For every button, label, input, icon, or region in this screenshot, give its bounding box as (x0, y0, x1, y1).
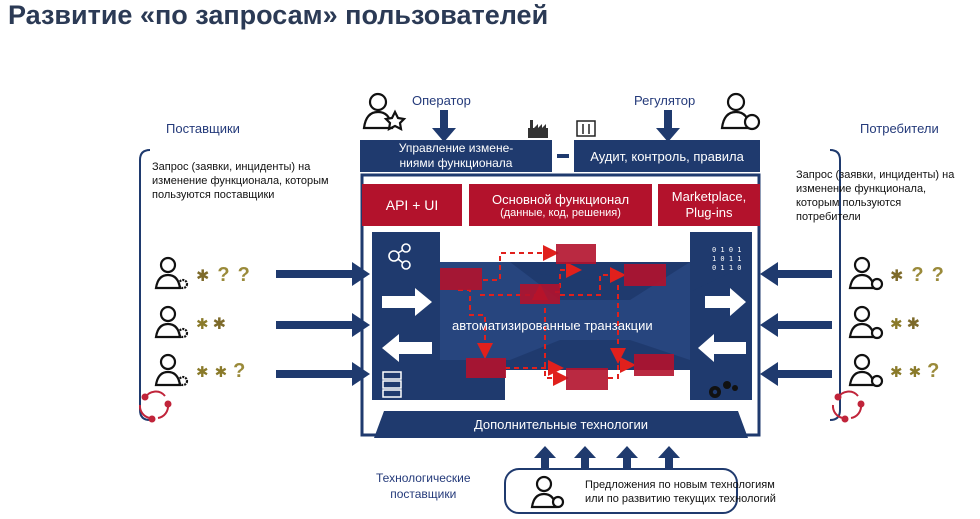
consumer-arrow-3 (760, 362, 832, 386)
consumer-arrow-1 (760, 262, 832, 286)
consumer-row-2-symbols: ✱ ✱ (890, 314, 920, 334)
regulator-arrow (656, 110, 680, 142)
txn-block-4 (624, 264, 666, 286)
consumer-arrow-2 (760, 313, 832, 337)
page-title: Развитие «по запросам» пользователей (8, 0, 549, 30)
proposals-text: Предложения по новым технологиям или по … (585, 478, 776, 506)
change-management-box: Управление измене- ниями функционала (360, 140, 552, 172)
api-ui-box: API + UI (362, 184, 462, 226)
regulator-label: Регулятор (634, 93, 696, 108)
tech-arrow-2 (574, 446, 596, 470)
binary-row: 0 1 1 0 (712, 264, 742, 272)
supplier-person-icon-3 (154, 353, 189, 387)
supplier-row-1-symbols: ✱ ? ? (196, 264, 250, 287)
bug-icon: ✱ (890, 363, 903, 381)
audit-text: Аудит, контроль, правила (590, 148, 744, 164)
supplier-cycle-icon (138, 390, 172, 423)
txn-block-1 (440, 268, 482, 290)
gear-icon: ✱ (906, 316, 920, 333)
marketplace-box: Marketplace, Plug-ins (658, 184, 760, 226)
txn-block-5 (466, 358, 506, 378)
tech-arrow-1 (534, 446, 556, 470)
consumer-cycle-icon (831, 390, 865, 423)
operator-person-icon (362, 92, 407, 131)
gear-icon: ✱ (196, 267, 210, 285)
inner-arrow-right-right (705, 288, 746, 316)
supplier-arrow-2 (276, 313, 370, 337)
supplier-person-icon-2 (154, 305, 189, 339)
question-icon: ? (217, 264, 230, 286)
supplier-arrow-1 (276, 262, 370, 286)
bug-icon: ✱ (196, 316, 209, 333)
core-functional-box: Основной функционал (данные, код, решени… (469, 184, 652, 226)
bug-icon: ✱ (890, 316, 903, 333)
binary-row: 0 1 0 1 (712, 246, 742, 254)
inner-arrow-right-top (382, 288, 432, 316)
supplier-row-2-symbols: ✱ ✱ (196, 314, 226, 334)
question-icon: ? (237, 264, 250, 286)
operator-arrow (432, 110, 456, 142)
bug-icon: ✱ (196, 363, 209, 381)
gear-icon: ✱ (212, 316, 226, 333)
change-management-line2: ниями функционала (399, 156, 513, 170)
suppliers-label: Поставщики (166, 121, 240, 136)
tech-arrow-4 (658, 446, 680, 470)
additional-tech-label: Дополнительные технологии (473, 417, 649, 432)
factory-icon (528, 120, 548, 138)
consumers-label: Потребители (860, 121, 939, 136)
change-management-line1: Управление измене- (398, 141, 514, 155)
tech-suppliers-label: Технологические поставщики (376, 470, 471, 502)
bug-icon: ✱ (214, 363, 228, 381)
tech-suppliers-line2: поставщики (390, 487, 457, 501)
question-icon: ? (911, 264, 924, 286)
consumer-row-3-symbols: ✱ ✱ ? (890, 360, 939, 383)
supplier-arrow-3 (276, 362, 370, 386)
txn-block-7 (634, 354, 674, 376)
txn-block-3 (520, 284, 560, 304)
proposals-line1: Предложения по новым технологиям (585, 479, 775, 491)
tech-suppliers-line1: Технологические (376, 471, 471, 485)
supplier-person-icon-1 (154, 256, 189, 290)
regulator-person-icon (720, 92, 761, 131)
pipe-center (440, 262, 690, 360)
tech-arrow-3 (616, 446, 638, 470)
marketplace-line1: Marketplace, (671, 189, 747, 204)
controls-icon (576, 120, 596, 137)
binary-row: 1 0 1 1 (712, 255, 742, 263)
binary-icon: 0 1 0 1 1 0 1 1 0 1 1 0 (712, 246, 742, 273)
audit-box: Аудит, контроль, правила (574, 140, 760, 172)
question-icon: ? (927, 360, 940, 382)
consumer-person-icon-1 (848, 256, 884, 291)
gear-icon: ✱ (890, 267, 904, 285)
suppliers-panel (139, 149, 151, 421)
additional-tech-bar (374, 411, 748, 438)
question-icon: ? (233, 360, 246, 382)
bug-icon: ✱ (908, 363, 922, 381)
network-icon (388, 243, 411, 270)
operator-label: Оператор (412, 93, 471, 108)
consumer-row-1-symbols: ✱ ? ? (890, 264, 944, 287)
core-line2: (данные, код, решения) (500, 206, 621, 219)
api-ui-text: API + UI (385, 197, 439, 213)
tech-supplier-person-icon (530, 475, 565, 509)
inner-arrow-left-right (698, 334, 746, 362)
txn-block-6 (566, 368, 608, 390)
proposals-line2: или по развитию текущих технологий (585, 493, 776, 505)
consumer-person-icon-3 (848, 353, 884, 388)
server-icon (382, 371, 402, 398)
question-icon: ? (931, 264, 944, 286)
consumers-request-text: Запрос (заявки, инциденты) на изменение … (796, 169, 955, 223)
transactions-label: автоматизированные транзакции (452, 318, 653, 333)
supplier-row-3-symbols: ✱ ✱ ? (196, 360, 245, 383)
gears-icon (709, 381, 738, 398)
suppliers-request-text: Запрос (заявки, инциденты) на изменение … (152, 161, 329, 201)
marketplace-line2: Plug-ins (685, 205, 733, 220)
txn-block-2 (556, 244, 596, 264)
consumers-panel (829, 149, 841, 421)
connector-dash (557, 154, 569, 158)
inner-arrow-left-bottom (382, 334, 432, 362)
consumer-person-icon-2 (848, 305, 884, 340)
core-line1: Основной функционал (491, 191, 630, 207)
